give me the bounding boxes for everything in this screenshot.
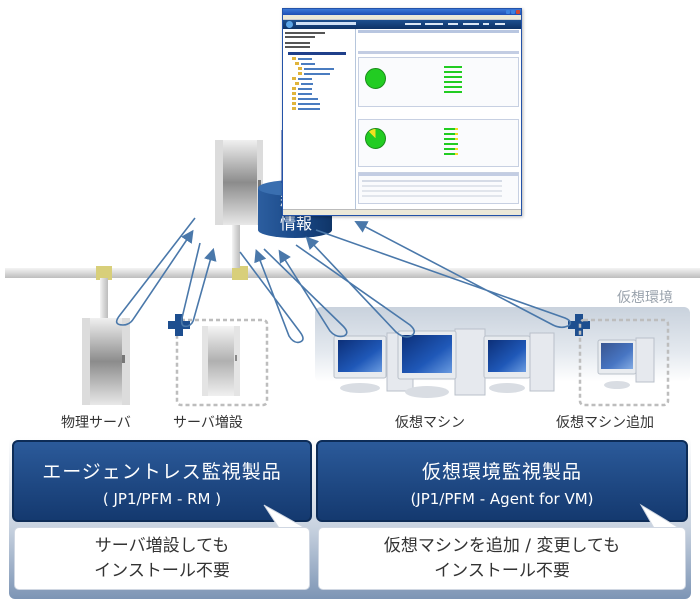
vm-pc-icon: [333, 332, 414, 393]
vm-pc-icon: [397, 328, 486, 398]
vm-product-box: 仮想環境監視製品 (JP1/PFM - Agent for VM): [316, 440, 688, 522]
logo-icon: [286, 21, 293, 28]
close-icon: [516, 10, 520, 14]
menu-bar: [283, 15, 521, 20]
virtual-machine-label: 仮想マシン: [395, 415, 465, 431]
performance-management-screenshot: [282, 8, 522, 216]
pipe-joint: [232, 266, 248, 280]
added-vm-pc-icon: [597, 337, 655, 389]
manager-server-icon: [215, 140, 263, 225]
arrow-vm-add: [315, 221, 572, 329]
network-pipe: [5, 268, 700, 278]
agentless-note: サーバ増設しても インストール不要: [14, 527, 310, 590]
alarm-pie-chart: [365, 128, 386, 149]
vm-product-title: 仮想環境監視製品: [421, 461, 582, 483]
agentless-product-box: エージェントレス監視製品 ( JP1/PFM - RM ): [12, 440, 312, 522]
panel-server-status: [358, 57, 519, 107]
server-add-frame: [175, 318, 269, 407]
vm-pc-icon: [483, 332, 555, 393]
added-server-icon: [202, 326, 240, 396]
status-pie-chart: [365, 68, 386, 89]
agentless-product-title: エージェントレス監視製品: [42, 461, 282, 483]
virtual-env-label: 仮想環境: [617, 290, 673, 306]
arrow-vm-2: [263, 248, 348, 338]
product-panel: エージェントレス監視製品 ( JP1/PFM - RM ) 仮想環境監視製品 (…: [9, 437, 691, 599]
app-header: [283, 20, 521, 29]
physical-server-label: 物理サーバ: [61, 415, 131, 431]
vm-note: 仮想マシンを追加 / 変更しても インストール不要: [318, 527, 686, 590]
callout-tails: [263, 503, 681, 529]
maximize-icon: [511, 10, 515, 14]
app-title: [296, 22, 356, 25]
virtual-machine-add-label: 仮想マシン追加: [556, 415, 654, 431]
pipe-joint: [96, 266, 112, 280]
minimize-icon: [506, 10, 510, 14]
vm-product-subtitle: (JP1/PFM - Agent for VM): [410, 490, 594, 508]
panel-events: [358, 172, 519, 204]
server-add-label: サーバ増設: [173, 415, 243, 431]
agent-tree: [283, 29, 356, 210]
dashboard: [358, 29, 519, 210]
arrow-added-server: [180, 242, 217, 328]
window-titlebar: [283, 9, 521, 15]
arrow-vm-1: [239, 249, 304, 344]
arrow-physical-server: [115, 217, 196, 326]
plus-icon: [168, 314, 190, 336]
arrow-vm-3: [295, 236, 416, 338]
physical-server-icon: [82, 318, 130, 405]
agentless-product-subtitle: ( JP1/PFM - RM ): [102, 490, 222, 508]
panel-agent-alarm-status: [358, 119, 519, 167]
monitoring-arrows: [115, 217, 572, 344]
status-bar: [283, 209, 521, 215]
